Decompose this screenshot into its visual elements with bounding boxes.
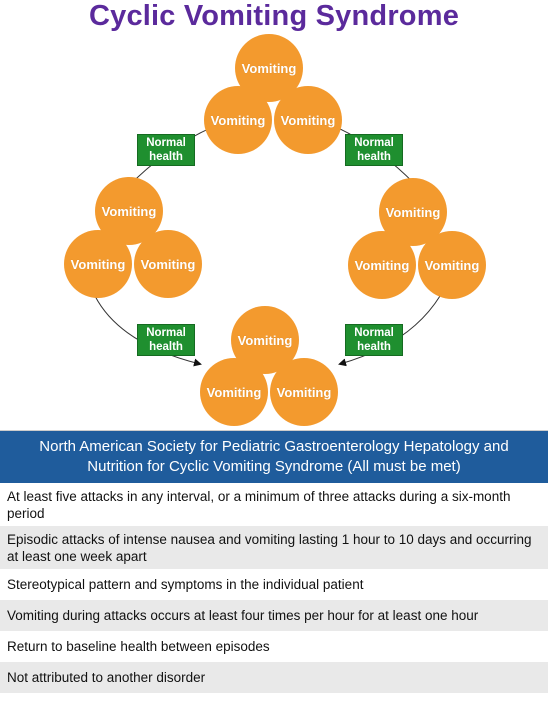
vomiting-circle: Vomiting <box>270 358 338 426</box>
vomiting-circle: Vomiting <box>348 231 416 299</box>
criteria-row: Not attributed to another disorder <box>0 662 548 693</box>
vomiting-circle: Vomiting <box>64 230 132 298</box>
cycle-diagram: Vomiting Vomiting Vomiting Vomiting Vomi… <box>0 34 548 430</box>
vomiting-circle: Vomiting <box>274 86 342 154</box>
vomiting-circle: Vomiting <box>204 86 272 154</box>
page-title: Cyclic Vomiting Syndrome <box>88 0 460 32</box>
arrow-left-to-bottom <box>94 295 202 367</box>
criteria-header: North American Society for Pediatric Gas… <box>0 431 548 483</box>
vomiting-circle: Vomiting <box>418 231 486 299</box>
criteria-row: Stereotypical pattern and symptoms in th… <box>0 569 548 600</box>
criteria-row: Return to baseline health between episod… <box>0 631 548 662</box>
vomiting-circle: Vomiting <box>200 358 268 426</box>
criteria-row: Episodic attacks of intense nausea and v… <box>0 526 548 569</box>
vomiting-circle: Vomiting <box>134 230 202 298</box>
criteria-table: North American Society for Pediatric Gas… <box>0 430 548 710</box>
criteria-row: At least five attacks in any interval, o… <box>0 483 548 526</box>
criteria-row: Vomiting during attacks occurs at least … <box>0 600 548 631</box>
